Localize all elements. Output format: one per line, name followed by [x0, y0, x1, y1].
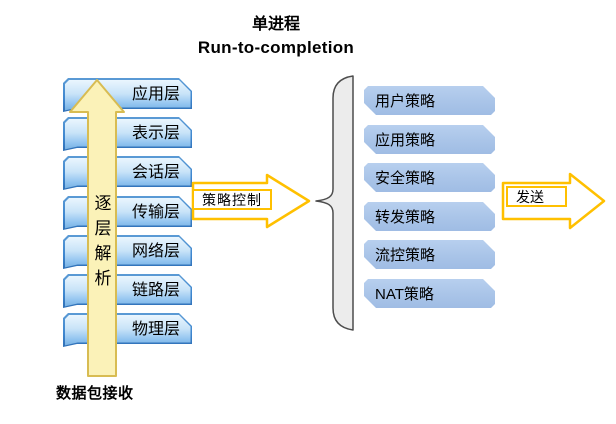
policy-box-label: NAT策略 — [375, 286, 434, 303]
policy-box-label: 流控策略 — [375, 247, 436, 264]
osi-layer-label: 物理层 — [131, 321, 180, 338]
parse-layers-label: 逐 层 解 析 — [92, 191, 114, 291]
osi-layer-label: 表示层 — [131, 125, 180, 142]
policy-box-fill — [364, 86, 495, 115]
brace-icon — [315, 75, 354, 331]
parse-char: 解 — [94, 244, 112, 263]
title-line1: 单进程 — [251, 16, 300, 33]
policy-box-fill — [364, 279, 495, 308]
policy-box-label: 应用策略 — [375, 132, 436, 149]
packet-receive-label: 数据包接收 — [56, 385, 134, 402]
policy-control-label: 策略控制 — [192, 189, 272, 210]
policy-box-security: 安全策略 — [362, 161, 497, 194]
policy-box-fill — [364, 163, 495, 192]
policy-box-forward: 转发策略 — [362, 200, 497, 233]
osi-layer-box-presentation: 表示层 — [63, 117, 192, 151]
policy-box-fill — [364, 240, 495, 269]
policy-box-app: 应用策略 — [362, 123, 497, 156]
osi-layer-box-application: 应用层 — [63, 78, 192, 112]
policy-box-fill — [364, 202, 495, 231]
title-line2: Run-to-completion — [197, 38, 355, 57]
osi-layer-label: 应用层 — [131, 86, 180, 103]
osi-layer-box-network: 网络层 — [63, 235, 192, 269]
parse-char: 逐 — [94, 194, 112, 213]
send-label: 发送 — [506, 186, 567, 207]
osi-layer-box-physical: 物理层 — [63, 313, 192, 347]
policy-box-user: 用户策略 — [362, 84, 497, 117]
osi-layer-label: 链路层 — [131, 282, 180, 299]
parse-char: 析 — [94, 269, 112, 288]
policy-box-label: 转发策略 — [375, 209, 436, 226]
policy-box-label: 用户策略 — [375, 93, 436, 110]
osi-layer-box-link: 链路层 — [63, 274, 192, 308]
policy-box-label: 安全策略 — [375, 170, 436, 187]
osi-layer-box-session: 会话层 — [63, 156, 192, 190]
osi-layer-label: 会话层 — [131, 164, 180, 181]
policy-box-nat: NAT策略 — [362, 277, 497, 310]
diagram-title: 单进程 Run-to-completion — [136, 14, 416, 60]
osi-layer-box-transport: 传输层 — [63, 196, 192, 230]
policy-box-fill — [364, 125, 495, 154]
parse-char: 层 — [94, 219, 112, 238]
osi-layer-label: 网络层 — [131, 243, 180, 260]
osi-layer-label: 传输层 — [131, 204, 180, 221]
policy-box-flowctl: 流控策略 — [362, 238, 497, 271]
